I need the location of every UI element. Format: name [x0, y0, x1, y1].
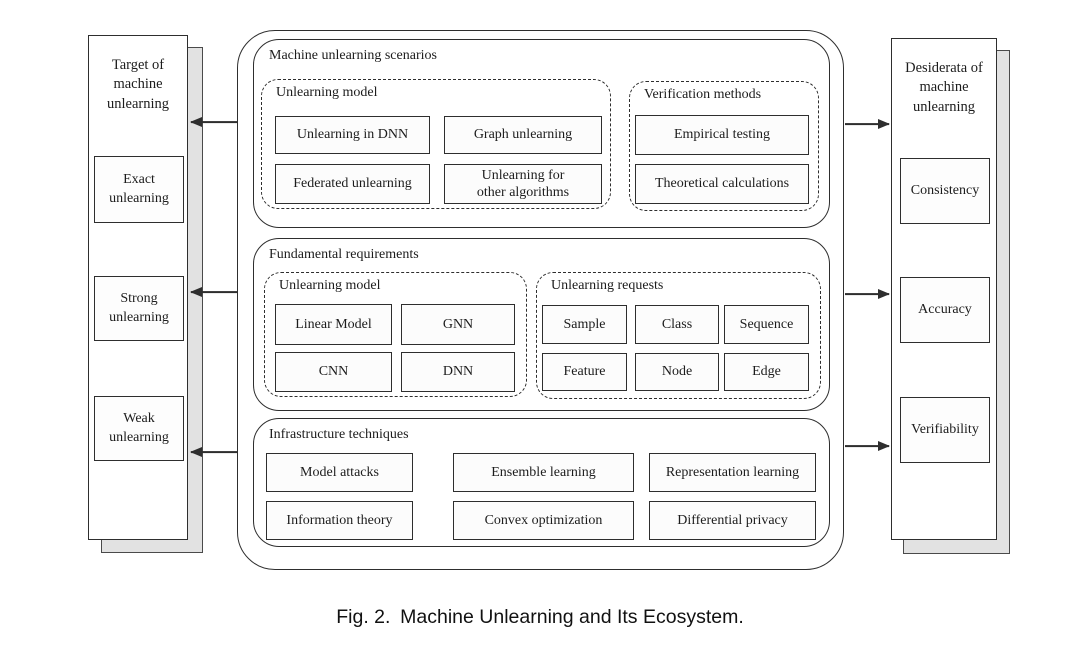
section-infrastructure-techniques: Infrastructure techniques Model attacks …	[253, 418, 830, 547]
arrowhead-right-icon	[878, 289, 890, 299]
arrow-left-requirements	[190, 286, 237, 298]
box-sample: Sample	[542, 305, 627, 344]
box-gnn: GNN	[401, 304, 515, 345]
box-feature: Feature	[542, 353, 627, 391]
arrow-line	[191, 291, 237, 293]
box-representation-learning: Representation learning	[649, 453, 816, 492]
arrowhead-left-icon	[190, 447, 202, 457]
section-fundamental-requirements: Fundamental requirements Unlearning mode…	[253, 238, 830, 411]
section-requirements-title: Fundamental requirements	[269, 247, 419, 262]
box-differential-privacy: Differential privacy	[649, 501, 816, 540]
group-unlearning-requests: Unlearning requests Sample Class Sequenc…	[536, 272, 821, 399]
box-edge: Edge	[724, 353, 809, 391]
group-verification-methods: Verification methods Empirical testing T…	[629, 81, 819, 211]
figure-caption: Fig. 2. Machine Unlearning and Its Ecosy…	[336, 606, 744, 628]
arrow-line	[191, 451, 237, 453]
arrow-line	[845, 293, 889, 295]
arrow-left-infrastructure	[190, 446, 237, 458]
arrow-line	[845, 123, 889, 125]
arrowhead-right-icon	[878, 119, 890, 129]
group-verification-methods-title: Verification methods	[644, 87, 762, 102]
box-unlearning-in-dnn: Unlearning in DNN	[275, 116, 430, 154]
group-scenarios-unlearning-model-title: Unlearning model	[276, 85, 378, 100]
box-node: Node	[635, 353, 719, 391]
box-ensemble-learning: Ensemble learning	[453, 453, 634, 492]
box-model-attacks: Model attacks	[266, 453, 413, 492]
group-requirements-unlearning-model: Unlearning model Linear Model GNN CNN DN…	[264, 272, 527, 397]
left-panel-target-of-unlearning: Target of machine unlearning Exact unlea…	[88, 35, 188, 540]
left-panel-title: Target of machine unlearning	[106, 57, 169, 112]
section-scenarios-title: Machine unlearning scenarios	[269, 48, 437, 63]
arrow-right-scenarios	[845, 118, 890, 130]
section-machine-unlearning-scenarios: Machine unlearning scenarios Unlearning …	[253, 39, 830, 228]
right-panel-title: Desiderata of machine unlearning	[905, 60, 983, 115]
box-weak-unlearning: Weak unlearning	[94, 396, 184, 461]
right-panel-desiderata: Desiderata of machine unlearning Consist…	[891, 38, 997, 540]
group-scenarios-unlearning-model: Unlearning model Unlearning in DNN Graph…	[261, 79, 611, 209]
box-linear-model: Linear Model	[275, 304, 392, 345]
box-graph-unlearning: Graph unlearning	[444, 116, 602, 154]
section-infrastructure-title: Infrastructure techniques	[269, 427, 409, 442]
arrow-right-infrastructure	[845, 440, 890, 452]
arrow-line	[191, 121, 237, 123]
box-convex-optimization: Convex optimization	[453, 501, 634, 540]
box-empirical-testing: Empirical testing	[635, 115, 809, 155]
arrow-right-requirements	[845, 288, 890, 300]
ecosystem-container	[237, 30, 844, 570]
box-dnn: DNN	[401, 352, 515, 392]
box-unlearning-other-algorithms: Unlearning for other algorithms	[444, 164, 602, 204]
box-cnn: CNN	[275, 352, 392, 392]
box-accuracy: Accuracy	[900, 277, 990, 343]
box-exact-unlearning: Exact unlearning	[94, 156, 184, 223]
box-consistency: Consistency	[900, 158, 990, 224]
arrowhead-left-icon	[190, 117, 202, 127]
box-verifiability: Verifiability	[900, 397, 990, 463]
group-unlearning-requests-title: Unlearning requests	[551, 278, 664, 293]
box-information-theory: Information theory	[266, 501, 413, 540]
box-federated-unlearning: Federated unlearning	[275, 164, 430, 204]
arrowhead-left-icon	[190, 287, 202, 297]
arrowhead-right-icon	[878, 441, 890, 451]
group-requirements-unlearning-model-title: Unlearning model	[279, 278, 381, 293]
arrow-left-scenarios	[190, 116, 237, 128]
arrow-line	[845, 445, 889, 447]
box-strong-unlearning: Strong unlearning	[94, 276, 184, 341]
box-sequence: Sequence	[724, 305, 809, 344]
box-theoretical-calculations: Theoretical calculations	[635, 164, 809, 204]
box-class: Class	[635, 305, 719, 344]
